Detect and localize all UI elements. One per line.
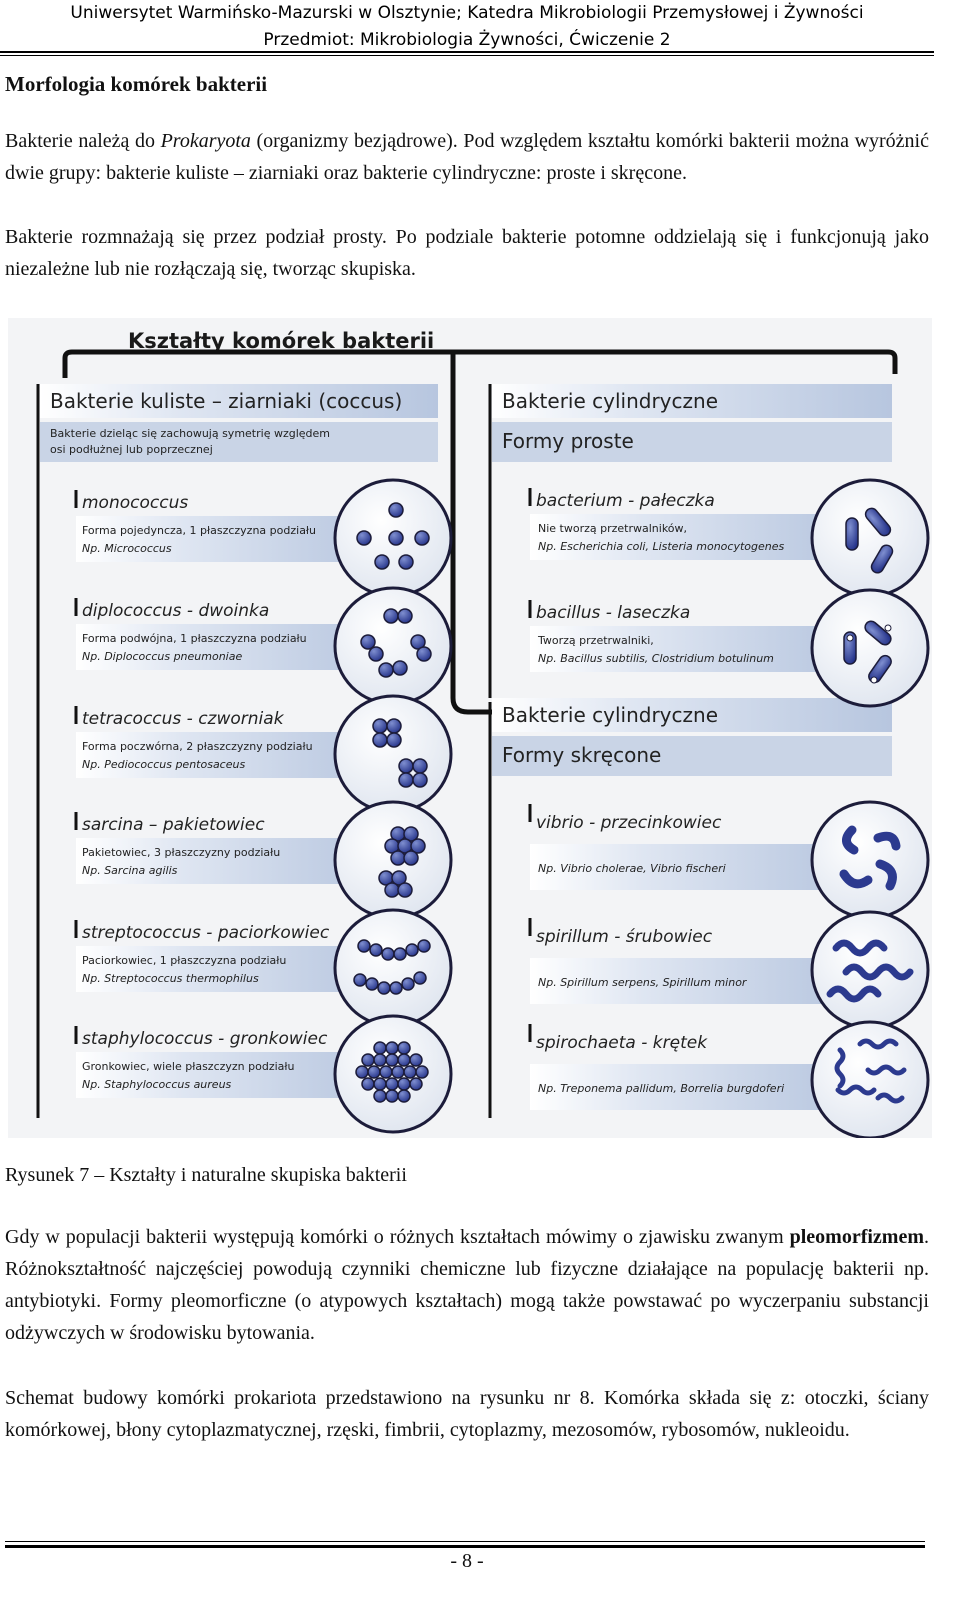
petri-dish bbox=[333, 908, 453, 1028]
figure-title: Kształty komórek bakterii bbox=[128, 329, 434, 353]
header-line-1: Uniwersytet Warmińsko-Mazurski w Olsztyn… bbox=[70, 3, 864, 23]
item-desc-1: Paciorkowiec, 1 płaszczyzna podziału bbox=[82, 954, 286, 967]
item-name: monococcus bbox=[82, 493, 188, 513]
item-name: tetracoccus - czworniak bbox=[82, 709, 285, 729]
cells-vibrio bbox=[839, 825, 901, 891]
item-desc-2: Np. Sarcina agilis bbox=[82, 864, 178, 877]
right-item-spirochaeta: spirochaeta - krętek Np. Treponema palli… bbox=[528, 1020, 930, 1140]
left-subheader-line2: osi podłużnej lub poprzecznej bbox=[50, 443, 213, 456]
left-header-band bbox=[40, 384, 438, 418]
item-desc-2: Np. Diplococcus pneumoniae bbox=[82, 650, 242, 663]
item-desc-1: Gronkowiec, wiele płaszczyzn podziału bbox=[82, 1060, 295, 1073]
cells-monococcus bbox=[356, 502, 430, 570]
item-name: vibrio - przecinkowiec bbox=[536, 813, 722, 833]
right-subheader-label-2: Formy skręcone bbox=[502, 743, 661, 767]
pleomorphism-paragraph: Gdy w populacji bakterii występują komór… bbox=[5, 1221, 929, 1349]
cells-sarcina bbox=[378, 826, 426, 898]
item-desc-2: Np. Pediococcus pentosaceus bbox=[82, 758, 245, 771]
left-item-streptococcus: streptococcus - paciorkowiec Paciorkowie… bbox=[74, 908, 453, 1028]
cells-spirochaeta bbox=[834, 1038, 907, 1104]
header-line-2: Przedmiot: Mikrobiologia Żywności, Ćwicz… bbox=[263, 30, 671, 50]
header-rule-thin bbox=[0, 55, 934, 56]
right-subheader-label-1: Formy proste bbox=[502, 429, 634, 453]
petri-dish bbox=[810, 800, 930, 920]
petri-dish bbox=[810, 588, 930, 708]
item-name: spirillum - śrubowiec bbox=[536, 927, 713, 947]
cells-bacterium bbox=[845, 507, 894, 574]
item-desc-2: Np. Staphylococcus aureus bbox=[82, 1078, 232, 1091]
item-desc-2: Np. Bacillus subtilis, Clostridium botul… bbox=[538, 652, 774, 665]
cells-staphylococcus bbox=[355, 1041, 429, 1103]
bacteria-shapes-figure: Kształty komórek bakterii Bakterie kulis… bbox=[8, 318, 932, 1140]
right-header-band-2 bbox=[492, 698, 892, 732]
right-subheader-band-1 bbox=[492, 422, 892, 462]
cells-streptococcus bbox=[353, 939, 431, 995]
curved-connector bbox=[450, 697, 498, 715]
p3-text-c: . Różnokształtność najczęściej powodują … bbox=[5, 1226, 929, 1344]
figure-svg: Kształty komórek bakterii Bakterie kulis… bbox=[8, 318, 932, 1140]
item-name: spirochaeta - krętek bbox=[536, 1033, 708, 1053]
item-desc-2: Np. Escherichia coli, Listeria monocytog… bbox=[538, 540, 784, 553]
cells-diplococcus bbox=[360, 608, 432, 678]
intro-text-c: (organizmy bezjądrowe). Pod względem ksz… bbox=[5, 130, 929, 184]
left-subheader-band bbox=[40, 422, 438, 462]
right-item-vibrio: vibrio - przecinkowiec Np. Vibrio choler… bbox=[528, 800, 930, 920]
item-desc-1: Tworzą przetrwalniki, bbox=[537, 634, 654, 647]
item-desc-2: Np. Spirillum serpens, Spirillum minor bbox=[538, 976, 748, 989]
item-name: streptococcus - paciorkowiec bbox=[82, 923, 330, 943]
p3-bold-term: pleomorfizmem bbox=[789, 1226, 924, 1248]
item-name: sarcina – pakietowiec bbox=[82, 815, 265, 835]
item-desc-2: Np. Streptococcus thermophilus bbox=[82, 972, 259, 985]
item-desc-1: Pakietowiec, 3 płaszczyzny podziału bbox=[82, 846, 280, 859]
left-item-sarcina: sarcina – pakietowiec Pakietowiec, 3 pła… bbox=[74, 800, 453, 920]
petri-dish bbox=[333, 694, 453, 814]
right-subheader-band-2 bbox=[492, 736, 892, 776]
left-item-monococcus: monococcus Forma pojedyncza, 1 płaszczyz… bbox=[74, 478, 453, 598]
cell-structure-paragraph: Schemat budowy komórki prokariota przeds… bbox=[5, 1387, 929, 1441]
section-title: Morfologia komórek bakterii bbox=[5, 72, 268, 96]
item-name: diplococcus - dwoinka bbox=[82, 601, 269, 621]
item-desc-1: Forma podwójna, 1 płaszczyzna podziału bbox=[82, 632, 307, 645]
item-desc-2: Np. Micrococcus bbox=[82, 542, 172, 555]
intro-paragraph-1: Bakterie należą do Prokaryota (organizmy… bbox=[5, 125, 929, 189]
p3-text-a: Gdy w populacji bakterii występują komór… bbox=[5, 1226, 790, 1248]
intro-text-italic: Prokaryota bbox=[160, 130, 251, 152]
page-number: - 8 - bbox=[450, 1550, 484, 1572]
footer-rule bbox=[5, 1545, 925, 1548]
left-item-tetracoccus: tetracoccus - czworniak Forma poczwórna,… bbox=[74, 694, 453, 814]
item-desc-2: Np. Vibrio cholerae, Vibrio fischeri bbox=[538, 862, 726, 875]
right-item-bacillus: bacillus - laseczka Tworzą przetrwalniki… bbox=[528, 588, 930, 708]
right-header-label-2: Bakterie cylindryczne bbox=[502, 703, 718, 727]
cells-spirillum bbox=[826, 939, 914, 1003]
item-desc-1: Forma poczwórna, 2 płaszczyzny podziału bbox=[82, 740, 313, 753]
spores bbox=[846, 624, 892, 684]
petri-dish bbox=[333, 586, 453, 706]
left-header-label: Bakterie kuliste – ziarniaki (coccus) bbox=[50, 389, 402, 413]
top-bracket bbox=[62, 349, 898, 378]
left-item-diplococcus: diplococcus - dwoinka Forma podwójna, 1 … bbox=[74, 586, 453, 706]
petri-dish bbox=[810, 478, 930, 598]
header-rule bbox=[0, 51, 934, 53]
intro-text-a: Bakterie należą do bbox=[5, 130, 161, 152]
item-desc-1: Nie tworzą przetrwalników, bbox=[538, 522, 687, 535]
item-name: bacillus - laseczka bbox=[536, 603, 690, 623]
right-item-spirillum: spirillum - śrubowiec Np. Spirillum serp… bbox=[528, 910, 930, 1030]
right-header-band-1 bbox=[492, 384, 892, 418]
left-item-staphylococcus: staphylococcus - gronkowiec Gronkowiec, … bbox=[74, 1014, 453, 1134]
figure-caption: Rysunek 7 – Kształty i naturalne skupisk… bbox=[5, 1164, 407, 1186]
right-header-label-1: Bakterie cylindryczne bbox=[502, 389, 718, 413]
item-desc-1: Forma pojedyncza, 1 płaszczyzna podziału bbox=[82, 524, 316, 537]
intro-paragraph-2: Bakterie rozmnażają się przez podział pr… bbox=[5, 226, 929, 280]
right-item-bacterium: bacterium - pałeczka Nie tworzą przetrwa… bbox=[528, 478, 930, 598]
left-subheader-line1: Bakterie dzieląc się zachowują symetrię … bbox=[50, 427, 330, 440]
item-name: bacterium - pałeczka bbox=[536, 491, 715, 511]
item-desc-2: Np. Treponema pallidum, Borrelia burgdof… bbox=[538, 1082, 784, 1095]
cells-tetracoccus bbox=[372, 718, 428, 788]
footer-rule-thin bbox=[5, 1541, 925, 1542]
item-name: staphylococcus - gronkowiec bbox=[82, 1029, 328, 1049]
